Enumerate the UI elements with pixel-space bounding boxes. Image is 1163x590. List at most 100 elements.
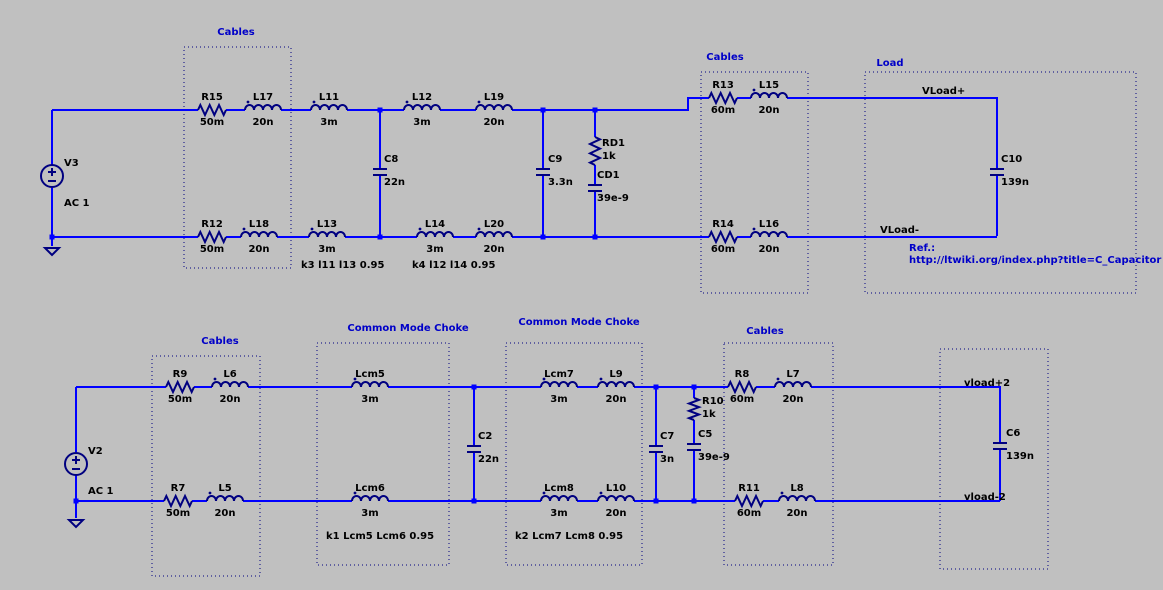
component-name: R7: [171, 483, 186, 494]
group-label: Cables: [217, 27, 254, 38]
group-label: Cables: [201, 336, 238, 347]
inductor-l19[interactable]: [475, 104, 513, 111]
inductor-l14[interactable]: [416, 231, 454, 238]
component-name: L17: [253, 92, 273, 103]
source-name: V2: [88, 446, 103, 457]
dashed-box: [151, 355, 261, 577]
resistor-r9[interactable]: [165, 379, 195, 395]
inductor-l7[interactable]: [774, 381, 812, 388]
component-name: Lcm8: [544, 483, 574, 494]
polarity-dot: [752, 227, 756, 231]
component-value: 3m: [320, 117, 337, 128]
component-value: 1k: [602, 151, 616, 162]
inductor-lcm5[interactable]: [351, 381, 389, 388]
component-name: R10: [702, 396, 724, 407]
ground-icon: [66, 519, 86, 529]
component-value: 20n: [786, 508, 807, 519]
component-name: C8: [384, 154, 398, 165]
component-name: C5: [698, 429, 712, 440]
inductor-l8[interactable]: [778, 495, 816, 502]
component-name: L16: [759, 219, 779, 230]
source-value: AC 1: [88, 486, 114, 497]
component-name: L6: [223, 369, 236, 380]
inductor-lcm8[interactable]: [540, 495, 578, 502]
plus-minus-icon: [48, 168, 56, 182]
resistor-r12[interactable]: [197, 229, 227, 245]
resistor-r11[interactable]: [734, 493, 764, 509]
inductor-l16[interactable]: [750, 231, 788, 238]
component-value: 20n: [483, 117, 504, 128]
component-value: 3n: [660, 454, 674, 465]
component-value: 3m: [318, 244, 335, 255]
component-value: 20n: [252, 117, 273, 128]
inductor-l12[interactable]: [403, 104, 441, 111]
polarity-dot: [599, 491, 603, 495]
plus-minus-icon: [72, 456, 80, 470]
inductor-l9[interactable]: [597, 381, 635, 388]
component-name: L8: [790, 483, 803, 494]
dashed-groups: [151, 46, 1137, 577]
component-name: L10: [606, 483, 626, 494]
resistor-r15[interactable]: [197, 102, 227, 118]
polarity-dot: [776, 377, 780, 381]
component-value: 139n: [1001, 177, 1029, 188]
reference-label: Ref.:: [909, 243, 935, 254]
component-name: L12: [412, 92, 432, 103]
component-value: 3m: [426, 244, 443, 255]
component-name: CD1: [597, 170, 620, 181]
component-name: L18: [249, 219, 269, 230]
junction-dot: [73, 498, 79, 504]
ac-voltage-source[interactable]: [64, 452, 88, 476]
polarity-dot: [542, 491, 546, 495]
inductor-l18[interactable]: [240, 231, 278, 238]
resistor-rd1[interactable]: [587, 136, 603, 166]
junction-dot: [691, 384, 697, 390]
inductor-lcm7[interactable]: [540, 381, 578, 388]
component-name: R13: [712, 80, 734, 91]
junction-dot: [653, 498, 659, 504]
dashed-box: [316, 342, 450, 566]
component-name: C9: [548, 154, 562, 165]
wire: [787, 97, 998, 169]
component-value: 20n: [605, 394, 626, 405]
component-value: 3.3n: [548, 177, 573, 188]
inductor-l20[interactable]: [475, 231, 513, 238]
net-label: vload+2: [964, 378, 1010, 389]
group-label: Common Mode Choke: [518, 317, 639, 328]
polarity-dot: [599, 377, 603, 381]
group-label: Load: [876, 58, 903, 69]
component-name: R9: [173, 369, 188, 380]
resistor-r7[interactable]: [163, 493, 193, 509]
component-value: 1k: [702, 409, 716, 420]
polarity-dot: [477, 100, 481, 104]
junction-dot: [377, 234, 383, 240]
inductor-l11[interactable]: [310, 104, 348, 111]
component-value: 60m: [711, 105, 735, 116]
polarity-dot: [542, 377, 546, 381]
resistor-r8[interactable]: [727, 379, 757, 395]
net-label: VLoad+: [922, 86, 965, 97]
component-value: 20n: [214, 508, 235, 519]
inductor-l10[interactable]: [597, 495, 635, 502]
resistor-r14[interactable]: [708, 229, 738, 245]
component-name: L19: [484, 92, 504, 103]
resistor-r13[interactable]: [708, 90, 738, 106]
junction-dot: [653, 384, 659, 390]
inductor-l15[interactable]: [750, 92, 788, 99]
component-name: L9: [609, 369, 622, 380]
component-name: Lcm5: [355, 369, 385, 380]
component-value: 39e-9: [698, 452, 730, 463]
ac-voltage-source[interactable]: [40, 164, 64, 188]
component-name: L14: [425, 219, 445, 230]
junction-dot: [49, 234, 55, 240]
resistor-r10[interactable]: [686, 397, 702, 421]
component-value: 20n: [248, 244, 269, 255]
component-value: 50m: [166, 508, 190, 519]
inductor-l17[interactable]: [244, 104, 282, 111]
inductor-l6[interactable]: [211, 381, 249, 388]
inductor-l5[interactable]: [206, 495, 244, 502]
component-name: Lcm6: [355, 483, 385, 494]
inductor-l13[interactable]: [308, 231, 346, 238]
inductor-lcm6[interactable]: [351, 495, 389, 502]
